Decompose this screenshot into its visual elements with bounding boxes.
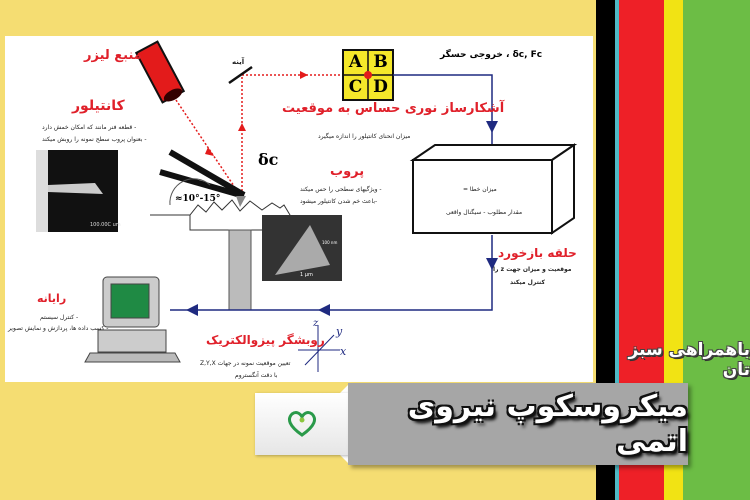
position-detector bbox=[342, 49, 394, 101]
laser-label: منبع لیزر bbox=[84, 48, 142, 63]
axis-x: x bbox=[340, 345, 347, 358]
feedback-title: حلقه بازخورد bbox=[498, 246, 577, 260]
mirror-icon bbox=[228, 65, 253, 85]
tagline: باهمراهی سبز تان bbox=[628, 340, 750, 380]
cell-c: C bbox=[348, 77, 363, 97]
scanner-line: تعیین موقعیت نمونه در جهات Z,Y,X bbox=[200, 360, 291, 367]
controller-box bbox=[409, 143, 578, 235]
axis-z: z bbox=[313, 318, 319, 329]
scanner-title: روبشگر پیزوالکتریک bbox=[206, 333, 325, 347]
stripe-black bbox=[596, 0, 615, 500]
cell-a: A bbox=[348, 52, 363, 72]
cantilever-title: کانتیلور bbox=[72, 98, 125, 114]
heart-logo-icon bbox=[288, 411, 316, 437]
tip bbox=[236, 196, 246, 207]
afm-diagram bbox=[36, 40, 578, 372]
cell-b: B bbox=[373, 52, 388, 72]
computer-icon bbox=[84, 276, 181, 363]
banner-title: میکروسکوپ نیروی اتمی bbox=[407, 389, 688, 459]
stripe-yellow bbox=[664, 0, 683, 500]
sensor-output-label: δc, Fc ، خروجی حسگر bbox=[440, 50, 543, 60]
arrow-left-icon bbox=[186, 304, 198, 316]
title-banner: میکروسکوپ نیروی اتمی bbox=[348, 383, 688, 465]
xyz-axes-icon bbox=[298, 325, 340, 372]
cantilever-bullet: - بعنوان پروب سطح نمونه را روبش میکند bbox=[42, 136, 147, 143]
feedback-line: کنترل میکند bbox=[510, 279, 545, 286]
axis-y: y bbox=[336, 325, 343, 338]
detector-desc: میزان انحنای کانتیلور را اندازه میگیرد bbox=[318, 133, 411, 140]
probe-bullet: - ویژگیهای سطحی را حس میکند bbox=[300, 186, 382, 193]
scanner-pillar bbox=[228, 229, 252, 311]
detector-title: آشکارساز نوری حساس به موقعیت bbox=[282, 101, 505, 116]
error-formula: مقدار مطلوب - سیگنال واقعی bbox=[446, 209, 523, 216]
computer-bullet: - کنترل سیستم bbox=[40, 314, 79, 321]
logo bbox=[255, 393, 349, 455]
arrow-left-icon bbox=[318, 304, 330, 316]
cantilever-bullet: - قطعه فنر مانند که امکان خمش دارد bbox=[42, 124, 137, 131]
arrow-down-icon bbox=[486, 258, 498, 270]
feedback-line: موقعیت و میزان جهت z را bbox=[493, 266, 572, 273]
angle-label: ≈10°-15° bbox=[175, 194, 221, 204]
computer-title: رایانه bbox=[37, 292, 67, 305]
stripe-green bbox=[683, 0, 750, 500]
arrow-down-icon bbox=[486, 121, 498, 133]
error-label: میزان خطا = bbox=[463, 186, 497, 193]
probe-scale-bottom: 1 µm bbox=[300, 272, 313, 278]
cantilever-straight bbox=[159, 169, 245, 199]
probe-title: پروب bbox=[330, 164, 365, 179]
mirror-label: آینه bbox=[232, 58, 245, 66]
computer-bullet: - کسب داده ها، پردازش و نمایش تصویر bbox=[8, 325, 109, 332]
cantilever-bent bbox=[168, 149, 246, 198]
scanner-line: با دقت آنگستروم bbox=[235, 372, 278, 379]
cell-d: D bbox=[373, 77, 388, 97]
laser-icon bbox=[134, 40, 186, 104]
probe-scale-top: 100 nm bbox=[322, 240, 338, 245]
detector-cells: A B C D bbox=[343, 50, 393, 100]
deflection-label: δc bbox=[258, 150, 279, 169]
stripe-teal bbox=[615, 0, 619, 500]
probe-bullet: -باعث خم شدن کانتیلور میشود bbox=[300, 198, 378, 205]
cantilever-scale: 100.00C um bbox=[90, 222, 121, 228]
